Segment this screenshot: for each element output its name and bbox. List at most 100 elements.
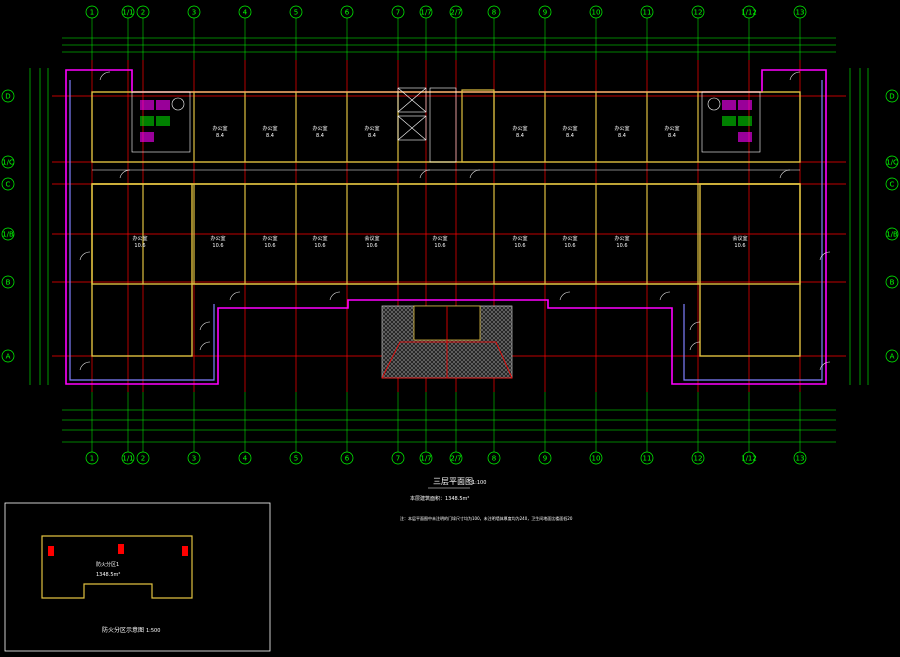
room-area-south: 10.6	[734, 243, 745, 249]
axis-bubble-bottom-1-label: 1	[90, 455, 94, 463]
axis-bubble-bottom-1/12-label: 1/12	[741, 455, 757, 463]
axis-bubble-left-C: C	[1, 177, 15, 191]
axis-bubble-top-2: 2	[136, 5, 150, 19]
axis-bubble-left-1/B: 1/B	[1, 227, 15, 241]
row-axis-bubbles-right: D1/CC1/BBA	[885, 89, 899, 363]
keyplan-scale: 1:500	[146, 628, 160, 634]
axis-bubble-top-6: 6	[340, 5, 354, 19]
axis-bubble-right-D-label: D	[889, 93, 894, 101]
axis-bubble-top-1: 1	[85, 5, 99, 19]
elevator-core	[397, 87, 495, 163]
axis-bubble-bottom-3-label: 3	[192, 455, 196, 463]
axis-bubble-bottom-1/12: 1/12	[741, 451, 757, 465]
axis-bubble-left-1/C-label: 1/C	[2, 159, 14, 167]
axis-bubble-left-D: D	[1, 89, 15, 103]
area-note: 本层建筑面积：1348.5m²	[410, 495, 469, 502]
room-area-south: 10.6	[564, 243, 575, 249]
axis-bubble-bottom-5-label: 5	[294, 455, 298, 463]
axis-bubble-bottom-6-label: 6	[345, 455, 350, 463]
door-swing	[199, 321, 211, 331]
axis-bubble-right-1/C: 1/C	[885, 155, 899, 169]
axis-bubble-right-1/B: 1/B	[885, 227, 899, 241]
axis-bubble-bottom-8-label: 8	[492, 455, 496, 463]
axis-bubble-right-D: D	[885, 89, 899, 103]
door-swing	[469, 169, 481, 179]
axis-bubble-top-1/7: 1/7	[419, 5, 433, 19]
room-label-south: 会议室	[364, 235, 379, 242]
drawing-title: 三层平面图	[433, 477, 473, 486]
exterior-wall	[69, 80, 823, 381]
axis-bubble-top-5: 5	[289, 5, 303, 19]
axis-bubble-left-A: A	[1, 349, 15, 363]
axis-bubble-top-2/7-label: 2/7	[450, 9, 461, 17]
room-area-south: 10.6	[434, 243, 445, 249]
axis-bubble-bottom-9: 9	[538, 451, 552, 465]
axis-bubble-bottom-9-label: 9	[543, 455, 547, 463]
axis-bubble-top-9-label: 9	[543, 9, 547, 17]
keyplan-stair-left	[48, 546, 54, 556]
toilet-right	[701, 91, 761, 153]
axis-bubble-left-C-label: C	[6, 181, 11, 189]
room-label-north: 办公室	[212, 125, 227, 132]
axis-bubble-right-C: C	[885, 177, 899, 191]
room-label-south: 办公室	[614, 235, 629, 242]
axis-bubble-top-2-label: 2	[141, 9, 145, 17]
axis-bubble-top-2/7: 2/7	[449, 5, 463, 19]
room-area-north: 8.4	[566, 133, 574, 139]
axis-bubble-right-C-label: C	[890, 181, 895, 189]
axis-bubble-top-12-label: 12	[694, 9, 703, 17]
keyplan-outline	[41, 535, 193, 599]
side-dimension-lines	[29, 68, 869, 385]
door-swing	[419, 169, 431, 179]
room-label-south: 办公室	[512, 235, 527, 242]
room-area-south: 10.6	[616, 243, 627, 249]
axis-bubble-top-11-label: 11	[643, 9, 652, 17]
keyplan-zone-area: 1348.5m²	[96, 572, 120, 578]
axis-bubble-bottom-6: 6	[340, 451, 354, 465]
room-label-north: 办公室	[664, 125, 679, 132]
axis-bubble-top-12: 12	[691, 5, 705, 19]
axis-bubble-right-B-label: B	[890, 279, 895, 287]
room-label-south: 办公室	[432, 235, 447, 242]
axis-bubble-bottom-3: 3	[187, 451, 201, 465]
axis-bubble-top-1/7-label: 1/7	[420, 9, 431, 17]
room-area-north: 8.4	[368, 133, 376, 139]
axis-bubble-top-13-label: 13	[796, 9, 805, 17]
axis-bubble-bottom-5: 5	[289, 451, 303, 465]
axis-bubble-bottom-10: 10	[589, 451, 603, 465]
axis-bubble-bottom-8: 8	[487, 451, 501, 465]
room-label-south: 会议室	[732, 235, 747, 242]
axis-bubble-left-B-label: B	[6, 279, 11, 287]
room-area-south: 10.6	[134, 243, 145, 249]
toilet-left	[131, 91, 191, 153]
bottom-dimension-lines	[62, 409, 836, 443]
axis-bubble-top-9: 9	[538, 5, 552, 19]
door-swing	[79, 361, 91, 371]
room-area-north: 8.4	[668, 133, 676, 139]
axis-bubble-top-10-label: 10	[592, 9, 601, 17]
door-swings	[79, 71, 831, 371]
axis-bubble-bottom-4-label: 4	[243, 455, 248, 463]
room-area-north: 8.4	[216, 133, 224, 139]
axis-bubble-top-8-label: 8	[492, 9, 496, 17]
axis-bubble-bottom-4: 4	[238, 451, 252, 465]
axis-bubble-bottom-13-label: 13	[796, 455, 805, 463]
axis-bubble-bottom-7-label: 7	[396, 455, 400, 463]
keyplan-title: 防火分区示意图	[102, 626, 144, 634]
room-area-south: 10.6	[514, 243, 525, 249]
axis-bubble-bottom-2/7-label: 2/7	[450, 455, 461, 463]
room-label-south: 办公室	[312, 235, 327, 242]
keyplan-stair-right	[182, 546, 188, 556]
axis-bubble-left-1/B-label: 1/B	[2, 231, 14, 239]
axis-bubble-top-5-label: 5	[294, 9, 298, 17]
door-swing	[819, 251, 831, 261]
axis-bubble-bottom-1/1-label: 1/1	[122, 455, 133, 463]
axis-bubble-bottom-1/7: 1/7	[419, 451, 433, 465]
room-area-south: 10.6	[212, 243, 223, 249]
keyplan-stair-middle	[118, 544, 124, 554]
axis-bubble-left-1/C: 1/C	[1, 155, 15, 169]
door-swing	[79, 251, 91, 261]
axis-bubble-top-10: 10	[589, 5, 603, 19]
axis-bubble-top-1/1: 1/1	[121, 5, 135, 19]
